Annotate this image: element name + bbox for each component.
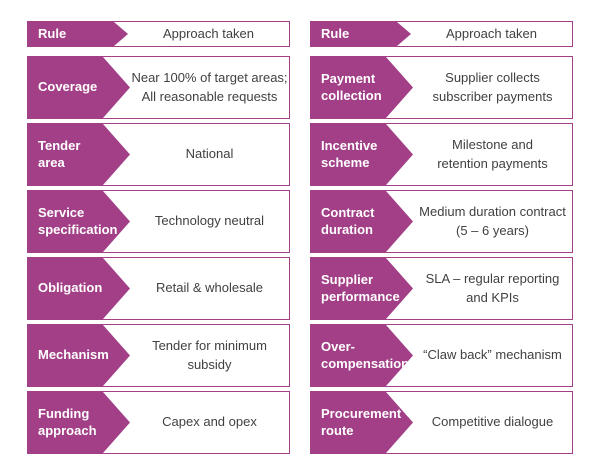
rule-header-label: Rule — [321, 25, 350, 41]
table-row: Service specification Technology neutral — [27, 190, 290, 253]
approach-value: Competitive dialogue — [431, 414, 554, 430]
approach-value: Technology neutral — [154, 213, 265, 229]
table-header-row: Rule Approach taken — [27, 21, 290, 47]
rule-label: Over- compensation — [321, 338, 410, 371]
rule-label: Tender area — [38, 137, 81, 170]
rule-label: Service specification — [38, 204, 118, 237]
table-row: Supplier performance SLA – regular repor… — [310, 257, 573, 320]
rule-label: Payment collection — [321, 70, 382, 103]
rule-arrow-shape: Funding approach — [28, 392, 130, 453]
approach-value: SLA – regular reporting and KPIs — [425, 271, 560, 305]
approach-value: Medium duration contract (5 – 6 years) — [419, 204, 566, 238]
rule-arrow-shape: Procurement route — [311, 392, 413, 453]
right-table: Rule Approach taken Payment collection S… — [310, 21, 573, 470]
approach-value: National — [185, 146, 234, 162]
table-row: Over- compensation “Claw back” mechanism — [310, 324, 573, 387]
table-row: Funding approach Capex and opex — [27, 391, 290, 454]
table-row: Mechanism Tender for minimum subsidy — [27, 324, 290, 387]
approach-value: Tender for minimum subsidy — [152, 338, 267, 372]
header-arrow-shape: Rule — [28, 22, 128, 46]
header-arrow-shape: Rule — [311, 22, 411, 46]
rule-label: Mechanism — [38, 347, 109, 363]
approach-value: Retail & wholesale — [156, 280, 263, 296]
table-row: Procurement route Competitive dialogue — [310, 391, 573, 454]
approach-header-label: Approach taken — [162, 25, 255, 41]
rule-label: Coverage — [38, 79, 98, 95]
table-row: Coverage Near 100% of target areas; All … — [27, 56, 290, 119]
table-row: Tender area National — [27, 123, 290, 186]
table-row: Obligation Retail & wholesale — [27, 257, 290, 320]
rule-arrow-shape: Contract duration — [311, 191, 413, 252]
rule-arrow-shape: Obligation — [28, 258, 130, 319]
rule-header-label: Rule — [38, 25, 67, 41]
rule-arrow-shape: Tender area — [28, 124, 130, 185]
table-row: Incentive scheme Milestone and retention… — [310, 123, 573, 186]
rule-arrow-shape: Supplier performance — [311, 258, 413, 319]
approach-value: Capex and opex — [162, 414, 257, 430]
rule-arrow-shape: Payment collection — [311, 57, 413, 118]
table-row: Payment collection Supplier collects sub… — [310, 56, 573, 119]
rule-label: Supplier performance — [321, 271, 400, 304]
approach-header-label: Approach taken — [445, 25, 538, 41]
rule-label: Contract duration — [321, 204, 375, 237]
rule-arrow-shape: Service specification — [28, 191, 130, 252]
left-table: Rule Approach taken Coverage Near 100% o… — [27, 21, 290, 470]
rule-label: Incentive scheme — [321, 137, 378, 170]
table-header-row: Rule Approach taken — [310, 21, 573, 47]
rule-label: Obligation — [38, 280, 103, 296]
rule-arrow-shape: Over- compensation — [311, 325, 413, 386]
rule-label: Funding approach — [38, 405, 97, 438]
approach-value: “Claw back” mechanism — [423, 347, 562, 363]
approach-value: Near 100% of target areas; All reasonabl… — [131, 70, 288, 104]
approach-value: Supplier collects subscriber payments — [432, 70, 553, 104]
table-row: Contract duration Medium duration contra… — [310, 190, 573, 253]
rule-label: Procurement route — [321, 405, 402, 438]
rule-arrow-shape: Incentive scheme — [311, 124, 413, 185]
approach-value: Milestone and retention payments — [437, 137, 548, 171]
rule-arrow-shape: Mechanism — [28, 325, 130, 386]
rule-arrow-shape: Coverage — [28, 57, 130, 118]
